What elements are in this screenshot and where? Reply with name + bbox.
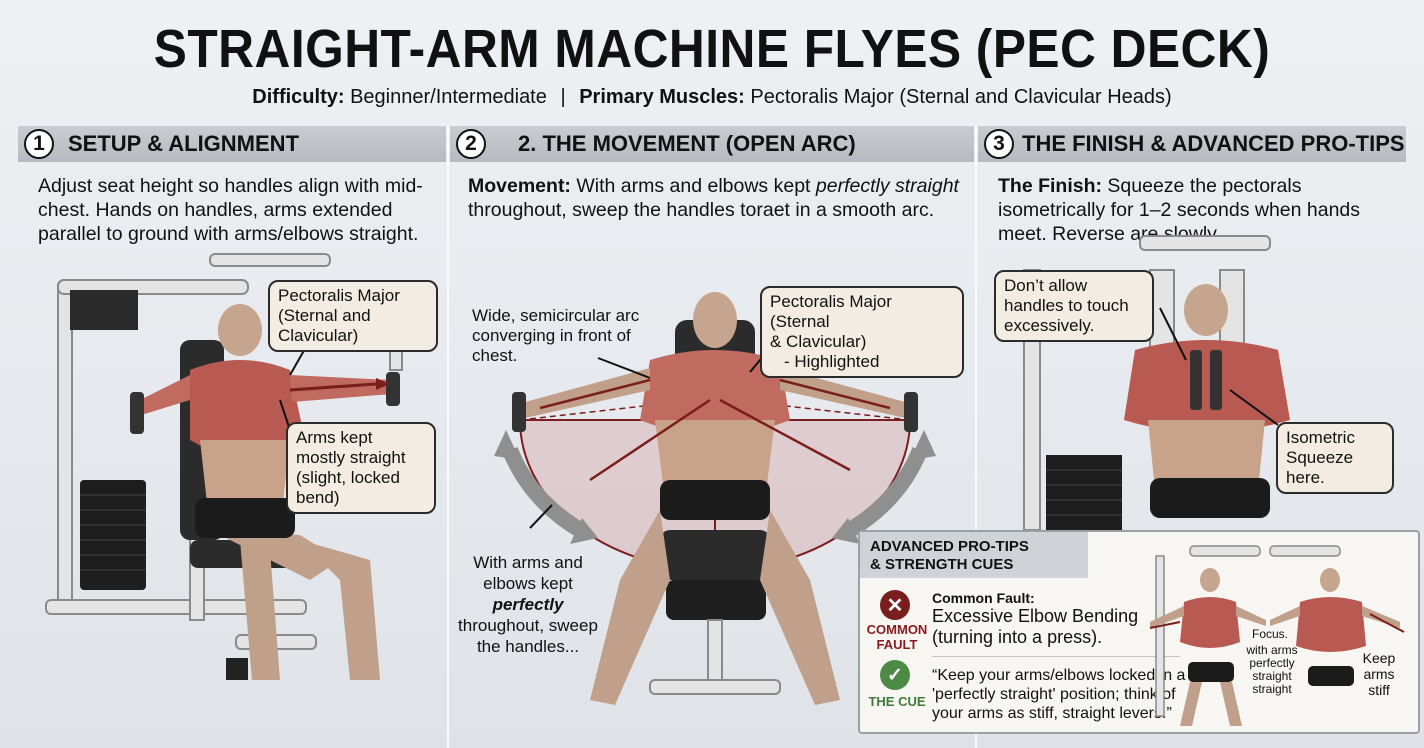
step-number-3: 3: [984, 129, 1014, 159]
squeeze-callout: Isometric Squeeze here.: [1276, 422, 1394, 494]
difficulty-label: Difficulty:: [252, 86, 345, 108]
movement-label: Movement:: [468, 175, 571, 197]
section-2-heading: 2. THE MOVEMENT (OPEN ARC): [518, 131, 856, 156]
arc-label: Wide, semicircular arc converging in fro…: [472, 306, 640, 365]
protips-panel: ADVANCED PRO-TIPS & STRENGTH CUES ✕ COMM…: [858, 530, 1420, 734]
mini-label-focus: Focus.: [1251, 627, 1288, 641]
finish-illustration: [1023, 235, 1290, 530]
difficulty-value: Beginner/Intermediate: [350, 86, 547, 108]
muscles-value: Pectoralis Major (Sternal and Clavicular…: [750, 86, 1172, 108]
side-note-b: throughout, sweep the handles...: [458, 616, 598, 656]
handles-callout: Don’t allow handles to touch excessively…: [994, 270, 1154, 342]
section-1-heading: SETUP & ALIGNMENT: [68, 131, 300, 156]
subtitle: Difficulty: Beginner/Intermediate | Prim…: [0, 86, 1424, 109]
protips-heading-line-2: & STRENGTH CUES: [870, 556, 1014, 573]
pec-callout-movement-line-3: - Highlighted: [784, 352, 880, 371]
movement-text-b: throughout, sweep the handles toraet in …: [468, 199, 935, 221]
side-note-emphasis: perfectly: [492, 595, 564, 614]
fault-text: Excessive Elbow Bending (turning into a …: [932, 606, 1139, 647]
step-number-1: 1: [24, 129, 54, 159]
finish-instructions: The Finish: Squeeze the pectorals isomet…: [998, 174, 1398, 246]
subtitle-separator: |: [560, 86, 566, 108]
pec-callout-setup: Pectoralis Major (Sternal and Clavicular…: [268, 280, 438, 352]
muscles-label: Primary Muscles:: [579, 86, 745, 108]
fault-label-line-1: COMMON: [866, 622, 928, 637]
pec-callout-movement-line-2: & Clavicular): [770, 332, 867, 351]
protips-heading: ADVANCED PRO-TIPS & STRENGTH CUES: [860, 532, 1088, 578]
x-icon: ✕: [880, 590, 910, 620]
movement-illustration: [494, 292, 936, 705]
finish-label: The Finish:: [998, 175, 1102, 197]
fault-label-line-2: FAULT: [876, 637, 918, 652]
cue-label: THE CUE: [868, 694, 926, 709]
setup-instructions: Adjust seat height so handles align with…: [38, 175, 423, 245]
arms-callout-setup: Arms kept mostly straight (slight, locke…: [286, 422, 436, 514]
protips-heading-line-1: ADVANCED PRO-TIPS: [870, 538, 1029, 555]
section-3-heading: THE FINISH & ADVANCED PRO-TIPS: [1022, 131, 1405, 156]
check-icon: ✓: [880, 660, 910, 690]
setup-illustration: [45, 253, 403, 680]
movement-side-note: With arms and elbows kept perfectly thro…: [458, 552, 598, 657]
step-number-2: 2: [456, 129, 486, 159]
mini-label-straight: with arms perfectly straight straight: [1246, 643, 1298, 696]
section-2-header: 2 2. THE MOVEMENT (OPEN ARC): [450, 126, 974, 162]
protips-illustration: [1150, 545, 1405, 726]
page-title: STRAIGHT-ARM MACHINE FLYES (PEC DECK): [153, 19, 1271, 79]
movement-instructions: Movement: With arms and elbows kept perf…: [468, 174, 968, 222]
mini-label-stiff: Keep arms stiff: [1362, 650, 1396, 698]
finish-text: Squeeze the pectorals isometrically for …: [998, 175, 1361, 245]
cue-text: “Keep your arms/elbows locked in a 'perf…: [932, 667, 1186, 722]
pec-callout-movement-line-1: Pectoralis Major (Sternal: [770, 292, 892, 331]
fault-label: COMMON FAULT: [866, 622, 928, 652]
section-1-header: 1 SETUP & ALIGNMENT: [18, 126, 446, 162]
tips-divider: [932, 656, 1180, 657]
side-note-a: With arms and elbows kept: [473, 553, 583, 593]
movement-text-a: With arms and elbows kept: [576, 175, 811, 197]
fault-title: Common Fault:: [932, 590, 1035, 606]
column-divider: [975, 126, 977, 748]
pec-callout-movement: Pectoralis Major (Sternal & Clavicular) …: [760, 286, 964, 378]
section-3-header: 3 THE FINISH & ADVANCED PRO-TIPS: [978, 126, 1406, 162]
column-divider: [447, 126, 449, 748]
movement-emphasis: perfectly straight: [815, 175, 959, 197]
